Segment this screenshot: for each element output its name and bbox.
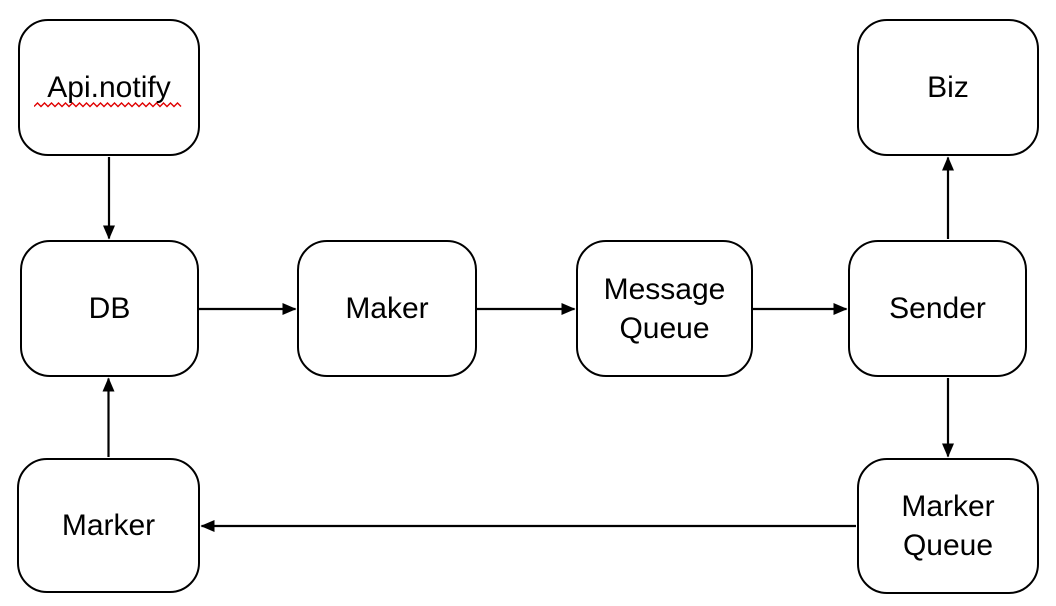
node-message-queue[interactable]: Message Queue xyxy=(576,240,753,377)
node-biz[interactable]: Biz xyxy=(857,19,1039,156)
node-label: Message Queue xyxy=(603,272,726,345)
node-marker[interactable]: Marker xyxy=(17,458,200,593)
node-label: Api.notify xyxy=(47,70,171,104)
node-label: Maker xyxy=(345,292,429,325)
node-label: DB xyxy=(88,292,131,325)
spellcheck-squiggle-icon xyxy=(34,101,182,107)
node-label: Biz xyxy=(927,71,969,104)
node-sender[interactable]: Sender xyxy=(848,240,1027,377)
node-label: Sender xyxy=(889,292,986,325)
node-marker-queue[interactable]: Marker Queue xyxy=(857,458,1039,594)
node-maker[interactable]: Maker xyxy=(297,240,477,377)
node-db[interactable]: DB xyxy=(20,240,199,377)
node-label: Marker xyxy=(61,509,156,542)
node-api-notify[interactable]: Api.notify xyxy=(18,19,200,156)
node-label: Marker Queue xyxy=(901,490,995,562)
